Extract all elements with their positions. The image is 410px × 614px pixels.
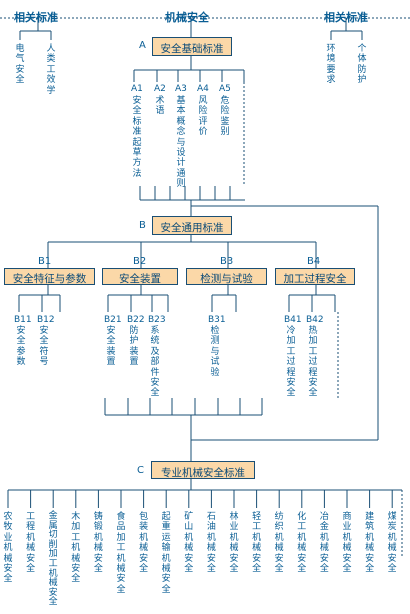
b11-code: B11: [14, 315, 32, 325]
c-item: 冶金机械安全: [319, 512, 329, 575]
machinery-safety-heading: 机械安全: [165, 11, 209, 24]
c-item: 金属切削加工机械安全: [48, 511, 58, 608]
c-item: 包装机械安全: [139, 512, 149, 575]
c-item: 石油机械安全: [206, 512, 216, 575]
left-related-standards-heading: 相关标准: [14, 11, 58, 24]
c-item: 纺织机械安全: [274, 512, 284, 575]
b21-text: 安全装置: [106, 326, 116, 368]
related-item-ergonomics: 人类工效学: [46, 44, 56, 96]
a1-text: 安全标准起草方法: [132, 96, 142, 179]
b23-text: 系统及部件安全: [150, 326, 160, 399]
a2-text: 术语: [155, 96, 165, 117]
b3-box: 检测与试验: [186, 268, 267, 285]
c-item: 起重运输机械安全: [161, 512, 171, 595]
b11-text: 安全参数: [16, 326, 26, 368]
related-item-environment: 环境要求: [326, 44, 336, 86]
right-related-standards-heading: 相关标准: [324, 11, 368, 24]
a1-code: A1: [131, 84, 143, 94]
b41-code: B41: [284, 315, 302, 325]
c-item: 商业机械安全: [342, 512, 352, 575]
a3-text: 基本概念与设计通则: [176, 96, 186, 190]
b1-code: B1: [38, 256, 52, 267]
c-item: 化工机械安全: [297, 512, 307, 575]
b22-code: B22: [127, 315, 145, 325]
b23-code: B23: [148, 315, 166, 325]
c-item: 轻工机械安全: [252, 512, 262, 575]
related-item-electrical-safety: 电气安全: [15, 44, 25, 86]
b31-code: B31: [208, 315, 226, 325]
c-item: 铸锻机械安全: [93, 512, 103, 575]
c-item: 矿山机械安全: [184, 512, 194, 575]
c-item: 建筑机械安全: [365, 512, 375, 575]
b12-code: B12: [37, 315, 55, 325]
c-item: 木加工机械安全: [71, 512, 81, 585]
b4-code: B4: [307, 256, 321, 267]
c-item: 农牧业机械安全: [3, 512, 13, 585]
b12-text: 安全符号: [39, 326, 49, 368]
b31-text: 检测与试验: [210, 326, 220, 378]
c-item: 食品加工机械安全: [116, 512, 126, 595]
level-b-marker: B: [139, 220, 146, 231]
b2-box: 安全装置: [102, 268, 178, 285]
a3-code: A3: [175, 84, 187, 94]
level-b-box: 安全通用标准: [152, 216, 232, 235]
b1-box: 安全特征与参数: [4, 268, 95, 285]
related-item-personal-protection: 个体防护: [357, 44, 367, 86]
a4-text: 风险评价: [198, 96, 208, 138]
a5-text: 危险鉴别: [220, 96, 230, 138]
level-a-marker: A: [139, 40, 146, 51]
c-item: 煤炭机械安全: [387, 512, 397, 575]
level-c-marker: C: [137, 465, 144, 476]
c-item: 工程机械安全: [26, 512, 36, 575]
c-item: 林业机械安全: [229, 512, 239, 575]
b4-box: 加工过程安全: [275, 268, 355, 285]
b42-code: B42: [306, 315, 324, 325]
level-a-box: 安全基础标准: [152, 37, 232, 56]
a4-code: A4: [197, 84, 209, 94]
a2-code: A2: [154, 84, 166, 94]
b22-text: 防护装置: [129, 326, 139, 368]
b21-code: B21: [104, 315, 122, 325]
b3-code: B3: [220, 256, 234, 267]
a5-code: A5: [219, 84, 231, 94]
b41-text: 冷加工过程安全: [286, 326, 296, 399]
b2-code: B2: [133, 256, 147, 267]
b42-text: 热加工过程安全: [308, 326, 318, 399]
level-c-box: 专业机械安全标准: [151, 461, 255, 479]
